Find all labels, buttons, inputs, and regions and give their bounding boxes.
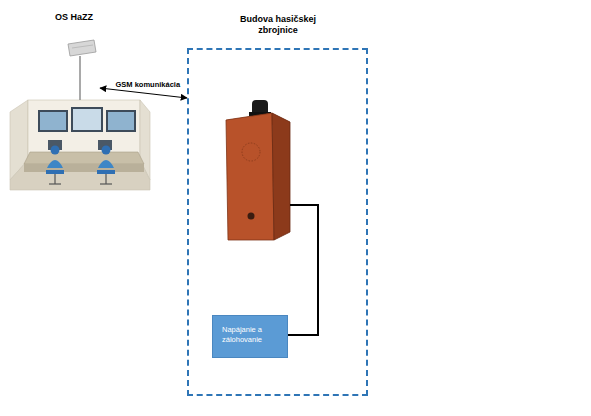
building-boundary: Budova hasičskej zbrojniceNapájanie a zá… — [187, 48, 368, 396]
edge-label: GSM komunikácia — [116, 80, 181, 89]
power-supply-box: Napájanie a zálohovanie — [212, 315, 288, 358]
control-room-illustration — [10, 100, 150, 190]
node-heading: OS HaZZ — [55, 12, 115, 23]
power-wire — [288, 205, 318, 335]
communication-arrow — [100, 88, 187, 98]
node-heading: Budova hasičskej zbrojnice — [233, 14, 323, 36]
siren-device — [226, 100, 290, 240]
antenna-symbol — [68, 40, 96, 100]
control-center: OS HaZZ — [8, 8, 100, 193]
node-heading: Napájanie a zálohovanie — [222, 325, 274, 345]
